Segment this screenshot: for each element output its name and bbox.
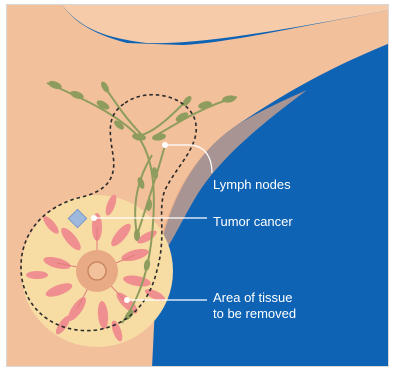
dot-lymph-icon [162,142,168,148]
label-lymph-nodes: Lymph nodes [213,177,291,193]
dot-area-icon [124,297,130,303]
dot-tumor-icon [91,215,97,221]
label-tumor-cancer: Tumor cancer [213,214,293,230]
diagram-frame: Lymph nodes Tumor cancer Area of tissue … [6,4,389,367]
nipple [88,262,106,280]
breast-anatomy-illustration [7,5,389,367]
label-area-removed: Area of tissue to be removed [213,290,296,322]
